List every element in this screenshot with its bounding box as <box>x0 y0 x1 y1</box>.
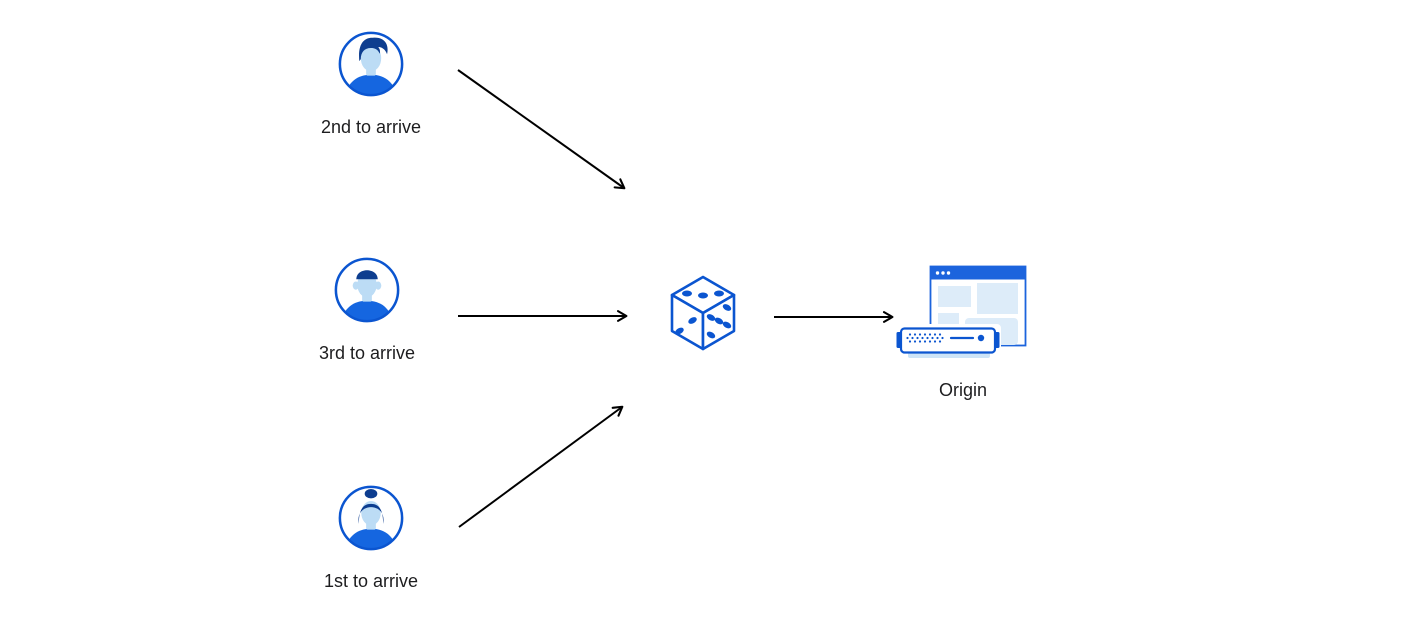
node-label-origin: Origin <box>938 380 987 400</box>
node-label-user-second: 2nd to arrive <box>320 117 422 137</box>
person-avatar-icon <box>334 257 400 323</box>
node-origin: Origin <box>896 262 1030 401</box>
server-vents <box>906 333 944 343</box>
node-user-second: 2nd to arrive <box>299 29 443 138</box>
person-avatar-icon <box>338 31 404 97</box>
arrow-user-second-to-dice <box>457 69 626 190</box>
node-dice <box>667 274 739 352</box>
server-icon <box>896 324 1001 359</box>
node-user-third: 3rd to arrive <box>295 255 439 364</box>
dice-icon <box>670 275 736 351</box>
origin-server-icon <box>896 265 1027 359</box>
node-label-user-third: 3rd to arrive <box>318 343 416 363</box>
node-label-user-first: 1st to arrive <box>323 571 419 591</box>
person-avatar-icon <box>338 485 404 551</box>
arrow-user-first-to-dice <box>458 405 624 528</box>
node-user-first: 1st to arrive <box>299 483 443 592</box>
